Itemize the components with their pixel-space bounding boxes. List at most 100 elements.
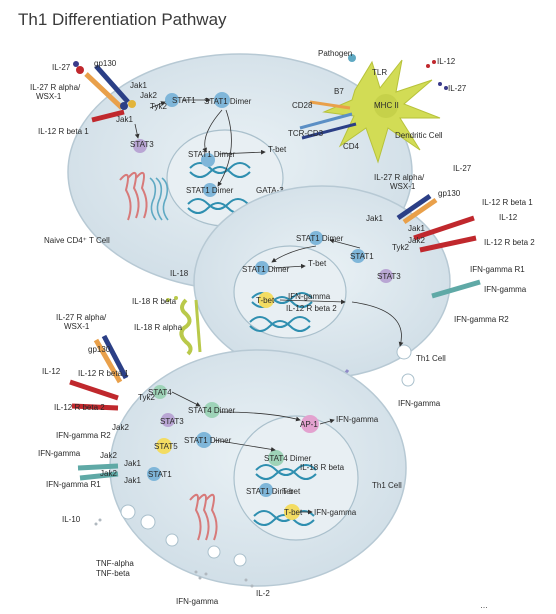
dna-helix-icon [255, 464, 317, 476]
il12-label: IL-12 [499, 213, 518, 222]
ifng-label: IFN-gamma [38, 449, 81, 458]
stat3-protein [133, 139, 147, 153]
ifng-label: IFN-gamma [288, 292, 331, 301]
jak2-label: Jak2 [140, 91, 157, 100]
il2-label: IL-2 [256, 589, 270, 598]
vesicle-icon [120, 504, 247, 567]
il10-label: IL-10 [62, 515, 81, 524]
mhc-label: MHC II [374, 101, 399, 110]
tcr-label: TCR-CD3 [288, 129, 324, 138]
stat4-dimer-label: STAT4 Dimer [188, 406, 236, 415]
stat1-protein [165, 93, 179, 107]
il18-label: IL-18 [170, 269, 189, 278]
tbet-label: T-bet [256, 296, 275, 305]
ifngr2-label: IFN-gamma R2 [454, 315, 509, 324]
ifngr2-label: IFN-gamma R2 [56, 431, 111, 440]
stat5-label: STAT5 [154, 442, 178, 451]
tbet-label: T-bet [308, 259, 327, 268]
ifng-label: IFN-gamma [484, 285, 527, 294]
jak2-label: Jak2 [100, 451, 117, 460]
stat1-dimer [214, 92, 230, 108]
stat4-dimer-nuc-label: STAT4 Dimer [264, 454, 312, 463]
tnfa-label: TNF-alpha [96, 559, 134, 568]
receptor-chain-icon [73, 61, 136, 123]
il12-label: IL-12 [42, 367, 61, 376]
dna-helix-icon [187, 198, 249, 210]
ap1-label: AP-1 [300, 420, 318, 429]
gp130-label: gp130 [88, 345, 111, 354]
wsx1-label: WSX-1 [64, 322, 90, 331]
il27-label: IL-27 [448, 84, 467, 93]
tyk2-label: Tyk2 [150, 102, 167, 111]
il18rb-nuc-label: IL-18 R beta [300, 463, 345, 472]
tlr-label: TLR [372, 68, 387, 77]
tbet-label: T-bet [284, 508, 303, 517]
jak2-label: Jak2 [408, 236, 425, 245]
stat4-label: STAT4 [148, 388, 172, 397]
il27r-label: IL-27 R alpha/ [56, 313, 107, 322]
jak1-label: Jak1 [366, 214, 383, 223]
il27-label: IL-27 [52, 63, 71, 72]
stat3-label: STAT3 [130, 140, 154, 149]
th1-cell-bottom: STAT4 STAT4 Dimer STAT3 STAT5 STAT1 Dime… [109, 349, 407, 587]
jak2-label: Jak2 [112, 423, 129, 432]
stat1-label: STAT1 [350, 252, 374, 261]
golgi-icon [189, 493, 218, 541]
dna-helix-icon [189, 162, 251, 174]
il12rb2-label: IL-12 R beta 2 [286, 304, 337, 313]
page-title: Th1 Differentiation Pathway [18, 10, 227, 29]
ifng-label: IFN-gamma [314, 508, 357, 517]
stat1-label: STAT1 [172, 96, 196, 105]
cell-label: Th1 Cell [372, 481, 402, 490]
th1-cell-mid: STAT1 Dimer STAT1 STAT3 STAT1 Dimer T-be… [193, 185, 451, 387]
tyk2-label: Tyk2 [392, 243, 409, 252]
ifng-bottom-label: IFN-gamma [176, 597, 219, 606]
ifng-label: IFN-gamma [336, 415, 379, 424]
dna-helix-icon [149, 177, 169, 221]
tbet-label: T-bet [282, 487, 301, 496]
ifng-secreted-label: IFN-gamma [398, 399, 441, 408]
ifngr1-label: IFN-gamma R1 [470, 265, 525, 274]
stat1-dimer-nuc-label: STAT1 Dimer [186, 186, 234, 195]
receptor-chain-icon [69, 334, 129, 481]
jak1-label: Jak1 [124, 459, 141, 468]
cell-label: Dendritic Cell [395, 131, 443, 140]
il12rb2-label: IL-12 R beta 2 [54, 403, 105, 412]
il27r-label: IL-27 R alpha/ [30, 83, 81, 92]
gata3-label: GATA-3 [256, 186, 284, 195]
tyk2-label: Tyk2 [138, 393, 155, 402]
pathogen-icon [348, 54, 356, 62]
b7-label: B7 [334, 87, 344, 96]
wsx1-label: WSX-1 [36, 92, 62, 101]
stat1-dimer-nuc-label: STAT1 Dimer [246, 487, 294, 496]
jak1-label: Jak1 [408, 224, 425, 233]
nucleus [233, 415, 359, 541]
stat1-dimer-label: STAT1 Dimer [204, 97, 252, 106]
stat1-dimer-label: STAT1 Dimer [296, 234, 344, 243]
gp130-label: gp130 [94, 59, 117, 68]
stat1-dimer-label: STAT1 Dimer [184, 436, 232, 445]
receptor-chain-icon [396, 193, 481, 299]
il12rb1-label: IL-12 R beta 1 [482, 198, 533, 207]
il12-label: IL-12 [437, 57, 456, 66]
stat3-label: STAT3 [160, 417, 184, 426]
ap1-protein [301, 415, 319, 433]
jak1-label: Jak1 [130, 81, 147, 90]
jak2-label: Jak2 [100, 469, 117, 478]
il18rb-label: IL-18 R beta [132, 297, 177, 306]
jak1-label: Jak1 [116, 115, 133, 124]
il12rb2-label: IL-12 R beta 2 [484, 238, 535, 247]
jak1-label: Jak1 [124, 476, 141, 485]
il27-label: IL-27 [453, 164, 472, 173]
stat1-label: STAT1 [148, 470, 172, 479]
ifngr1-label: IFN-gamma R1 [46, 480, 101, 489]
pathogen-label: Pathogen [318, 49, 352, 58]
cd28-label: CD28 [292, 101, 313, 110]
tbet-protein [258, 292, 274, 308]
tbet-label: T-bet [268, 145, 287, 154]
cytokine-dots [94, 518, 254, 588]
tnfb-label: TNF-beta [96, 569, 130, 578]
golgi-icon [119, 171, 148, 221]
